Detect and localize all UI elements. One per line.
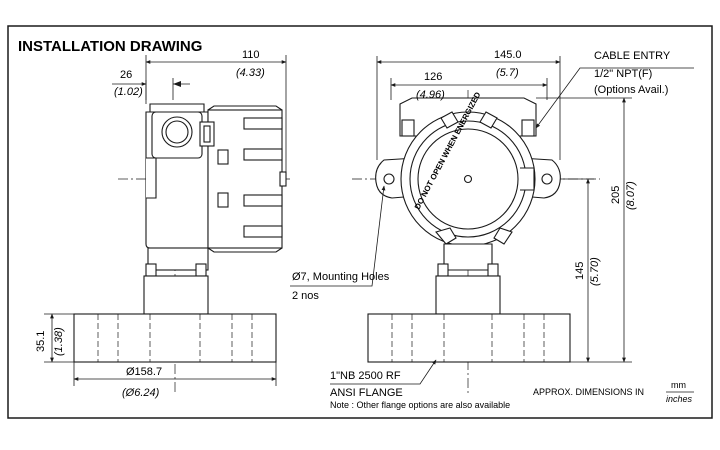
dim-110-mm: 110: [242, 49, 260, 61]
front-mount-hole-left: [383, 173, 395, 185]
side-view: [73, 103, 293, 395]
side-cover: [207, 109, 283, 249]
mount-holes-label: Ø7, Mounting Holes: [292, 271, 390, 283]
flange-spec-label: 1"NB 2500 RF: [330, 370, 401, 382]
dim-flange-dia-mm: Ø158.7: [126, 366, 162, 378]
drawing-frame: [7, 25, 713, 419]
side-fin: [243, 194, 283, 207]
flange-std-label: ANSI FLANGE: [330, 387, 403, 399]
side-fin: [243, 117, 283, 130]
flange-note: Note : Other flange options are also ava…: [330, 400, 510, 410]
dim-flange-dia-in: (Ø6.24): [122, 387, 160, 399]
dim-26-in: (1.02): [114, 86, 143, 98]
dim-126-in: (4.96): [416, 89, 445, 101]
drawing-title: INSTALLATION DRAWING: [18, 38, 202, 55]
front-cable-entry-right: [521, 119, 535, 137]
side-neck: [147, 247, 209, 271]
side-fin: [243, 225, 283, 238]
dim-145h-in: (5.70): [589, 257, 601, 286]
mount-nos-label: 2 nos: [292, 290, 319, 302]
front-stem: [435, 275, 501, 315]
front-neck: [443, 243, 493, 271]
front-view: [352, 90, 600, 395]
dim-126-mm: 126: [424, 71, 442, 83]
front-cable-entry-left: [401, 119, 415, 137]
front-mount-hole-right: [541, 173, 553, 185]
unit-inches: inches: [666, 394, 693, 404]
dim-145h-mm: 145: [574, 262, 586, 280]
approx-dimensions-label: APPROX. DIMENSIONS IN: [533, 387, 644, 397]
dim-145-in: (5.7): [496, 67, 519, 79]
side-cap: [149, 103, 205, 113]
cable-options-label: (Options Avail.): [594, 84, 668, 96]
dim-110-in: (4.33): [236, 67, 265, 79]
dim-205-mm: 205: [610, 186, 622, 204]
side-stem: [143, 275, 209, 315]
unit-mm: mm: [671, 380, 686, 390]
side-mount-lug: [146, 157, 157, 199]
dim-205-in: (8.07): [625, 181, 637, 210]
mount-holes-leader: [290, 185, 386, 287]
dim-145-mm: 145.0: [494, 49, 522, 61]
flange-leader: [330, 359, 437, 385]
front-dimensions: [290, 56, 694, 393]
front-flange: [367, 313, 571, 363]
cable-entry-leader: [535, 67, 694, 129]
dim-26-mm: 26: [120, 69, 132, 81]
cable-npt-label: 1/2" NPT(F): [594, 68, 652, 80]
dim-35-in: (1.38): [53, 327, 65, 356]
side-flange: [73, 313, 277, 363]
side-dimensions: [44, 55, 287, 386]
side-fin: [243, 148, 283, 161]
dim-35-mm: 35.1: [35, 331, 47, 352]
cable-entry-label: CABLE ENTRY: [594, 50, 671, 62]
